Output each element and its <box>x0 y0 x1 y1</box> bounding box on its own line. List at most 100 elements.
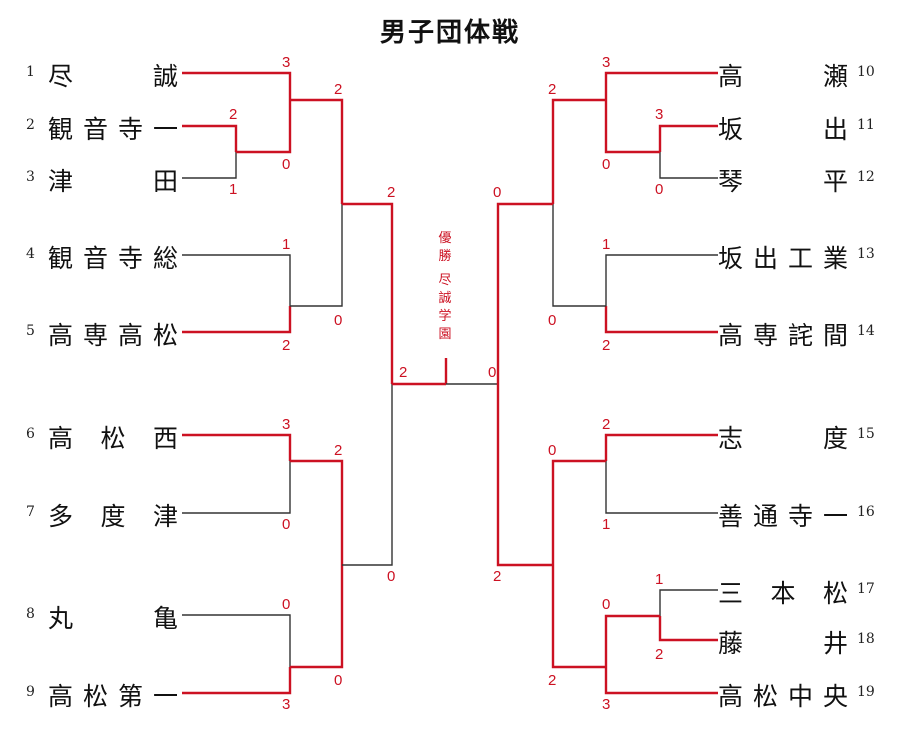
seed-number: 15 <box>857 426 875 442</box>
seed-number: 13 <box>857 246 875 262</box>
team-name: 観音寺総 <box>48 244 178 273</box>
score-label: 1 <box>602 516 611 533</box>
bracket-line-15 <box>604 433 718 461</box>
bracket-line-semi-left-top <box>342 202 394 384</box>
score-label: 0 <box>655 181 664 198</box>
score-label: 3 <box>282 54 291 71</box>
score-label: 2 <box>387 184 396 201</box>
seed-number: 10 <box>857 64 875 80</box>
team-name: 高専詫間 <box>718 321 848 350</box>
bracket-line-15v16 <box>551 459 606 565</box>
bracket-line-8 <box>182 614 291 667</box>
score-label: 3 <box>602 696 611 713</box>
score-label: 0 <box>493 184 502 201</box>
seed-number: 7 <box>26 504 35 520</box>
score-label: 2 <box>655 646 664 663</box>
score-label: 2 <box>493 568 502 585</box>
bracket-line-6 <box>182 433 292 461</box>
score-label: 0 <box>387 568 396 585</box>
seed-number: 14 <box>857 323 875 339</box>
team-name: 多度津 <box>48 502 178 531</box>
score-label: 0 <box>602 156 611 173</box>
bracket-line-3 <box>182 152 237 179</box>
page-title: 男子団体戦 <box>379 18 520 48</box>
team-name: 志度 <box>718 424 848 453</box>
team-name: 高松第一 <box>48 682 178 711</box>
seed-number: 5 <box>26 323 35 339</box>
seed-number: 4 <box>26 246 35 262</box>
score-label: 2 <box>334 81 343 98</box>
team-name: 高松西 <box>48 424 178 453</box>
score-label: 1 <box>282 236 291 253</box>
bracket-line-18 <box>658 616 718 642</box>
team-name: 高瀬 <box>718 62 848 91</box>
team-name: 琴平 <box>718 167 848 196</box>
bracket-line-4v5 <box>290 204 343 307</box>
bracket-line-semi-right-bottom <box>496 384 553 567</box>
team-name: 津田 <box>48 167 178 196</box>
team-name: 観音寺一 <box>48 115 178 144</box>
bracket-line-7 <box>182 461 291 514</box>
score-label: 0 <box>602 596 611 613</box>
bracket-line-10 <box>604 71 718 100</box>
score-label: 2 <box>229 106 238 123</box>
seed-number: 12 <box>857 169 875 185</box>
score-label: 3 <box>282 416 291 433</box>
team-name: 坂出 <box>718 115 848 144</box>
bracket-line-9 <box>182 667 292 695</box>
team-name: 高松中央 <box>718 682 848 711</box>
score-label: 2 <box>282 337 291 354</box>
score-label: 0 <box>282 516 291 533</box>
seed-number: 3 <box>26 169 35 185</box>
score-label: 0 <box>282 156 291 173</box>
bracket-line-2 <box>182 124 238 152</box>
score-label: 0 <box>334 672 343 689</box>
score-label: 2 <box>334 442 343 459</box>
seed-number: 2 <box>26 117 35 133</box>
bracket-line-18v19 <box>551 565 606 669</box>
bracket-line-13 <box>605 254 718 306</box>
team-name: 三本松 <box>718 579 848 608</box>
score-label: 2 <box>548 81 557 98</box>
seed-number: 1 <box>26 64 35 80</box>
score-label: 0 <box>548 442 557 459</box>
team-name: 高専高松 <box>48 321 178 350</box>
seed-number: 16 <box>857 504 875 520</box>
bracket-line-1 <box>182 71 292 100</box>
score-label: 3 <box>655 106 664 123</box>
team-name: 坂出工業 <box>718 244 848 273</box>
bracket-line-semi-left-bottom <box>342 384 393 566</box>
champion-label: 優勝 尽誠学園 <box>432 230 458 344</box>
bracket-line-11 <box>658 124 718 152</box>
bracket-line-6v7 <box>290 459 344 565</box>
team-name: 善通寺一 <box>718 502 848 531</box>
score-label: 0 <box>334 312 343 329</box>
bracket-line-4 <box>182 254 291 306</box>
bracket-line-14 <box>604 306 718 334</box>
bracket-line-11v12 <box>604 100 660 154</box>
bracket-line-1-adv <box>290 98 344 204</box>
team-name: 尽誠 <box>48 62 178 91</box>
score-label: 3 <box>282 696 291 713</box>
score-label: 2 <box>399 364 408 381</box>
bracket-line-13v14 <box>552 204 606 307</box>
winner-label: 優勝 <box>438 231 452 264</box>
seed-number: 19 <box>857 684 875 700</box>
score-label: 3 <box>602 54 611 71</box>
seed-number: 8 <box>26 606 35 622</box>
bracket-line-12 <box>659 152 718 179</box>
bracket-line-16 <box>605 461 718 514</box>
bracket-line-8v9 <box>290 565 344 669</box>
bracket-line-17 <box>659 589 718 616</box>
score-label: 2 <box>602 416 611 433</box>
bracket-line-10-adv <box>551 98 606 204</box>
score-label: 0 <box>282 596 291 613</box>
bracket-line-semi-right-top <box>496 202 553 384</box>
winner-name: 尽誠学園 <box>438 273 452 342</box>
score-label: 1 <box>602 236 611 253</box>
score-label: 2 <box>602 337 611 354</box>
score-label: 2 <box>548 672 557 689</box>
bracket-line-2v3 <box>236 100 292 154</box>
bracket-line-17v18 <box>604 614 660 667</box>
